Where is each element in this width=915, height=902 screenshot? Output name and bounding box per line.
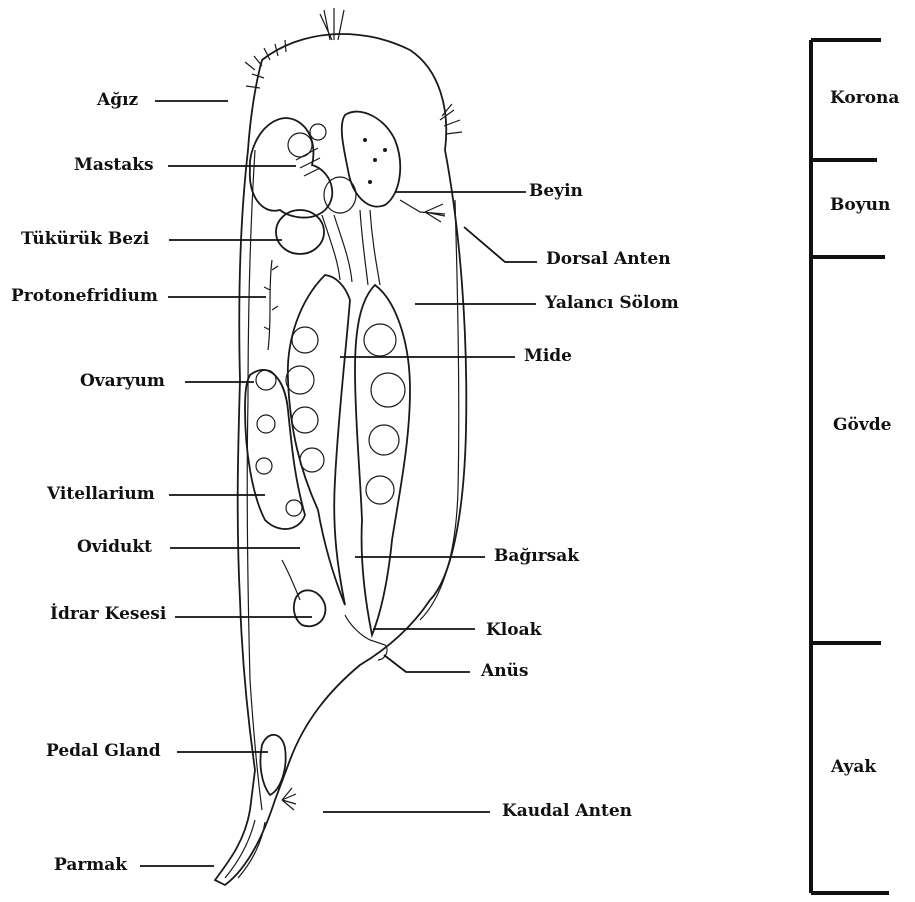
label-ovidukt: Ovidukt — [77, 539, 152, 556]
region-govde: Gövde — [833, 417, 891, 434]
leader-lines — [140, 101, 537, 866]
stomach-left — [288, 275, 350, 605]
region-boyun: Boyun — [830, 197, 890, 214]
label-protonefridium: Protonefridium — [11, 288, 158, 305]
label-tukuruk-bezi: Tükürük Bezi — [21, 231, 149, 248]
label-ovaryum: Ovaryum — [80, 373, 165, 390]
label-vitellarium: Vitellarium — [47, 486, 155, 503]
mastax — [250, 118, 332, 218]
label-kloak: Kloak — [486, 622, 541, 639]
label-dorsal-anten: Dorsal Anten — [546, 251, 671, 268]
intestine-right — [355, 285, 410, 635]
protonephridium — [264, 260, 278, 350]
label-idrar-kesesi: İdrar Kesesi — [50, 606, 166, 623]
label-mastaks: Mastaks — [74, 157, 154, 174]
brain — [342, 112, 400, 207]
label-parmak: Parmak — [54, 857, 127, 874]
rotifer-body-outline — [215, 8, 466, 885]
region-korona: Korona — [830, 90, 899, 107]
region-ayak: Ayak — [831, 759, 876, 776]
pedal-gland — [260, 735, 285, 795]
label-mide: Mide — [524, 348, 572, 365]
label-beyin: Beyin — [529, 183, 583, 200]
label-bagirsak: Bağırsak — [494, 548, 579, 565]
label-pedal-gland: Pedal Gland — [46, 743, 161, 760]
label-yalanci-solom: Yalancı Sölom — [545, 295, 679, 312]
label-anus: Anüs — [481, 663, 528, 680]
label-agiz: Ağız — [97, 92, 138, 109]
label-kaudal-anten: Kaudal Anten — [502, 803, 632, 820]
